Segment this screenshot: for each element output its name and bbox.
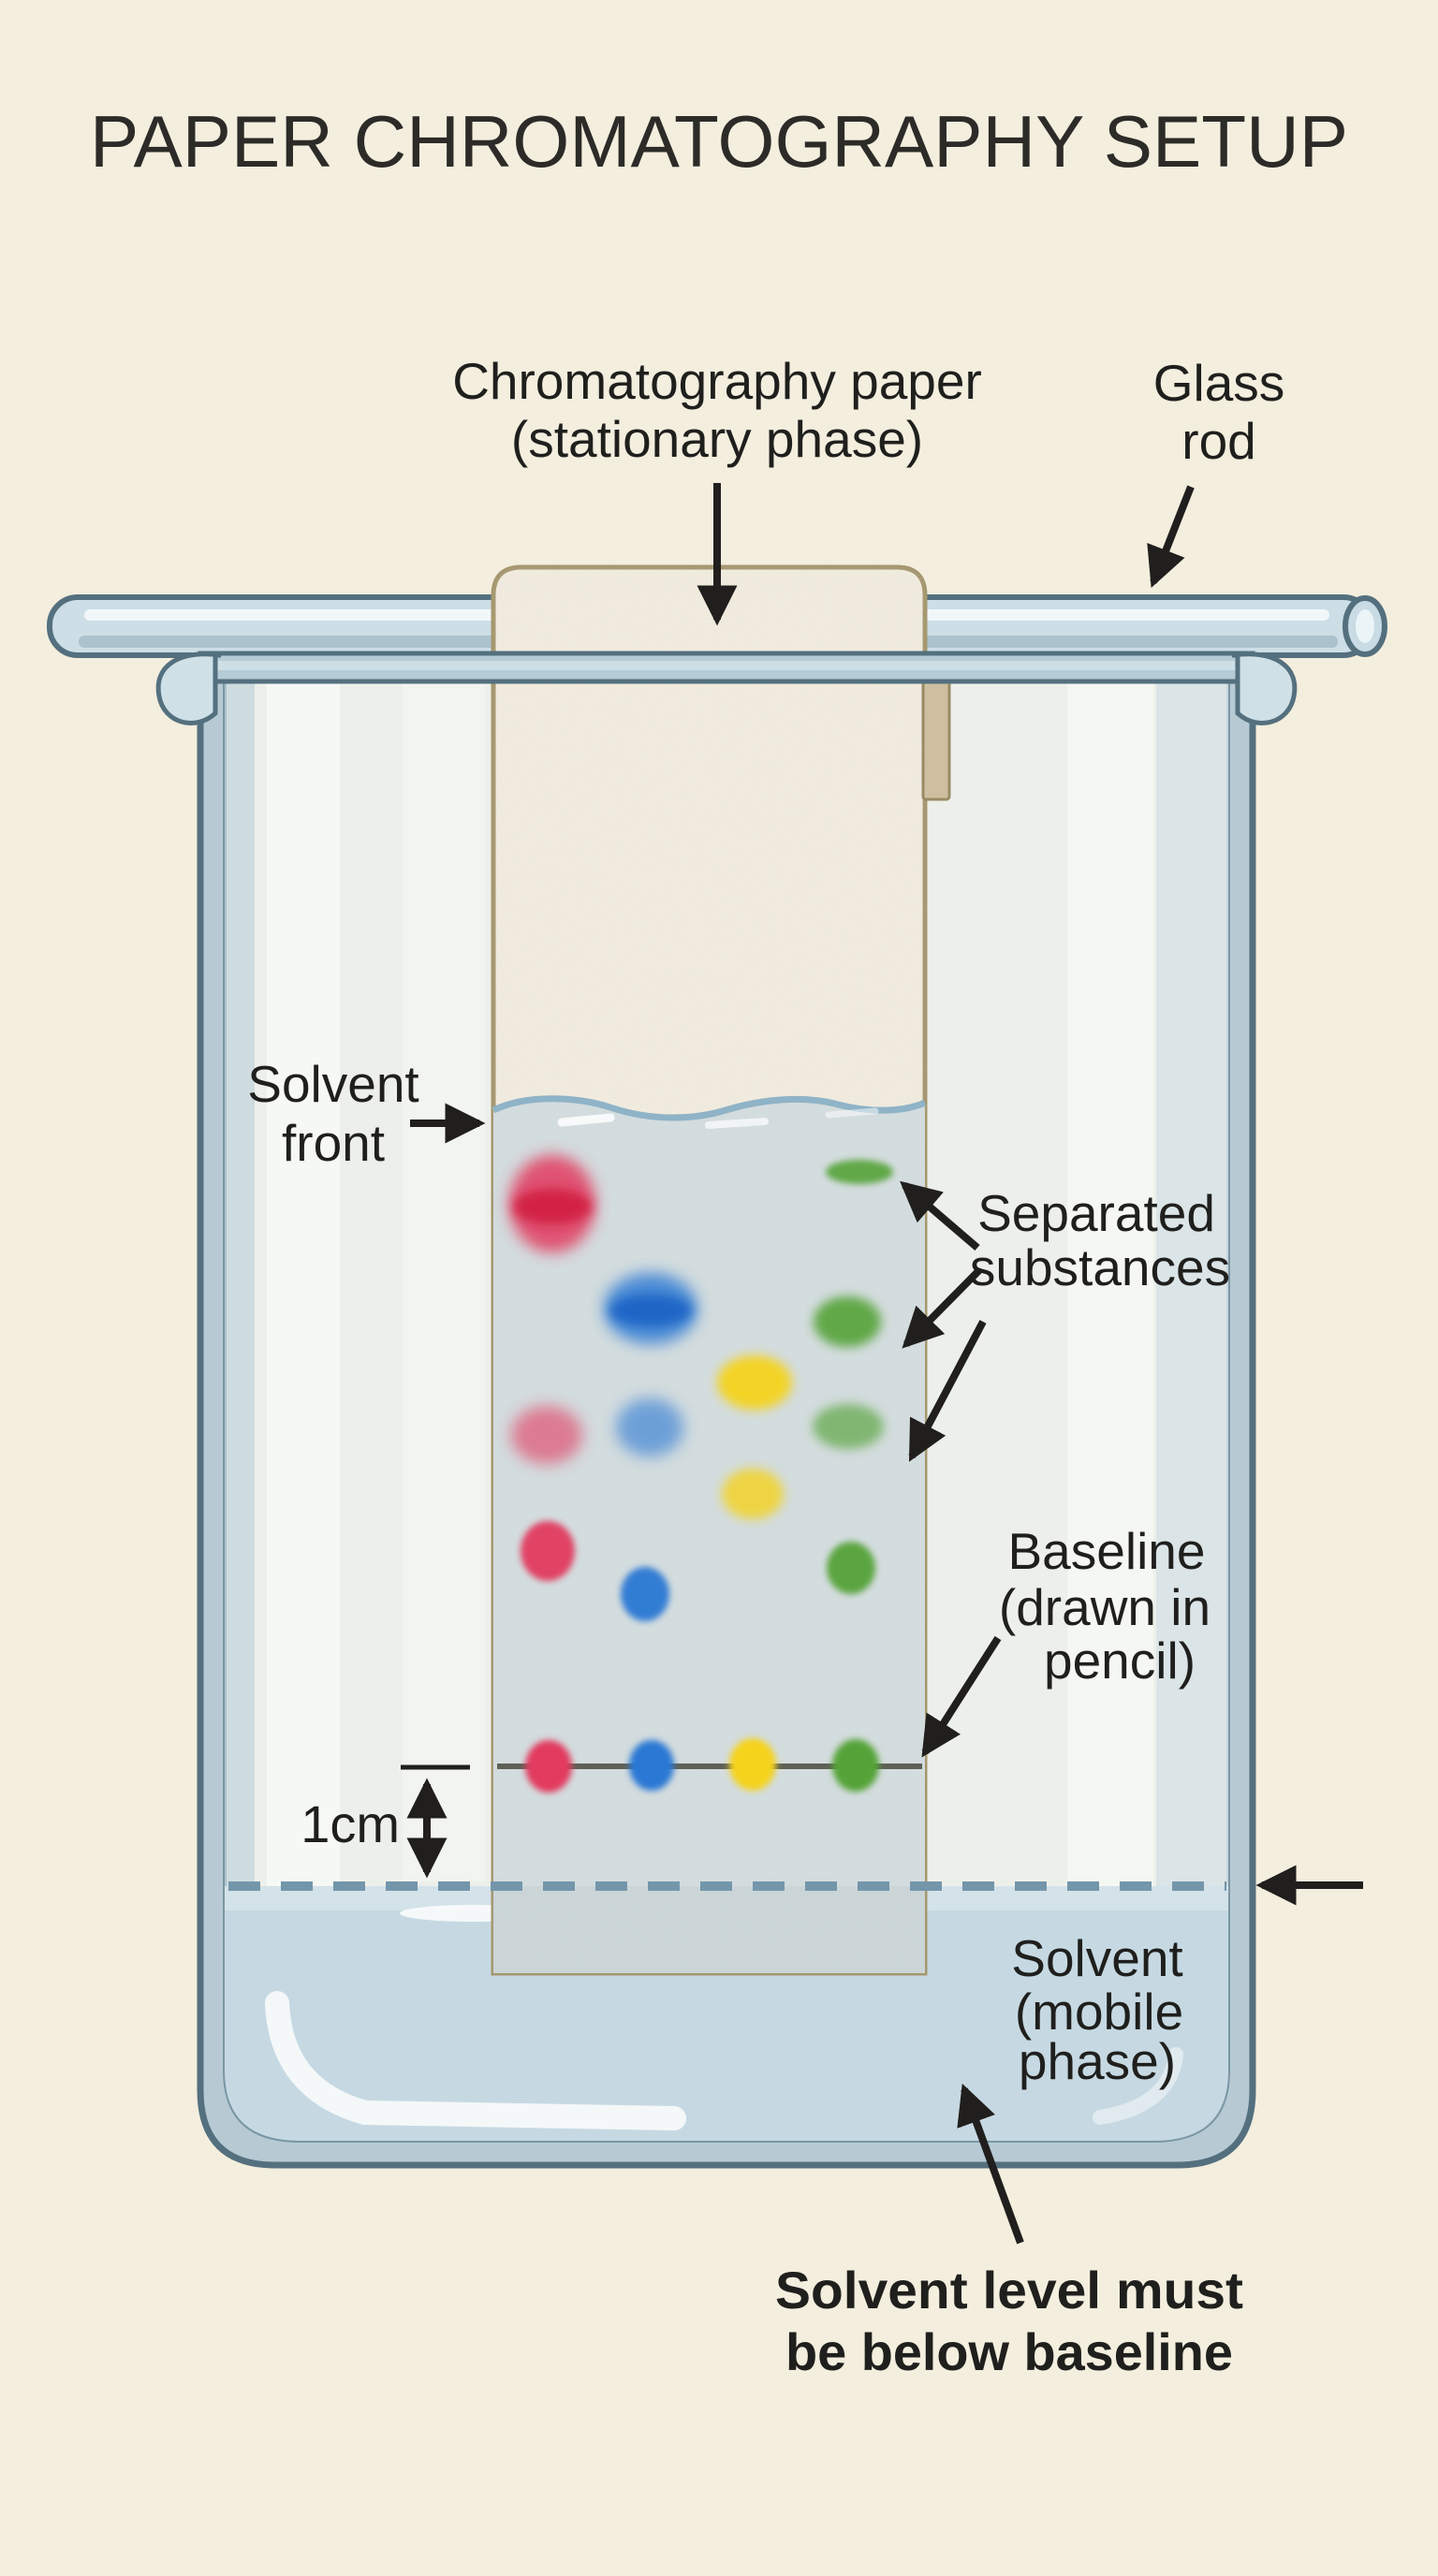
label-solvent-mobile: (mobile: [1015, 1983, 1183, 2041]
arrow-separated-2: [902, 1267, 982, 1349]
label-one-cm: 1cm: [301, 1794, 400, 1853]
spot-green-band-top: [826, 1160, 893, 1184]
label-baseline: pencil): [1044, 1632, 1196, 1690]
arrow-separated-1: [900, 1180, 980, 1251]
spot-green-dot: [827, 1542, 875, 1594]
solvent-highlight-arc: [265, 1991, 686, 2130]
label-glass-rod: rod: [1181, 412, 1256, 470]
label-chromatography-paper: (stationary phase): [511, 410, 923, 468]
solvent-front-line: [492, 1095, 927, 1121]
diagram-labels: Chromatography paper (stationary phase) …: [247, 352, 1284, 2381]
label-baseline: (drawn in: [999, 1578, 1211, 1636]
separated-spots: [509, 1155, 893, 1793]
label-chromatography-paper: Chromatography paper: [452, 352, 982, 410]
spot-yellow-oval: [717, 1355, 792, 1410]
arrow-separated-3: [908, 1320, 987, 1462]
arrow-baseline: [921, 1635, 1002, 1758]
beaker-rim-curl-right: [1231, 651, 1298, 725]
label-solvent-front: Solvent: [247, 1055, 418, 1113]
beaker-rim-sheen: [208, 661, 1245, 670]
solvent-front-glint: [705, 1118, 769, 1129]
beaker-rim-curl-left: [155, 651, 222, 725]
solvent-fill: [225, 1886, 1228, 2141]
spot-blue-baseline: [629, 1740, 674, 1791]
label-separated-substances: substances: [970, 1238, 1230, 1296]
solvent-front-glint: [825, 1107, 879, 1119]
arrow-solvent-note: [957, 2083, 1024, 2245]
label-baseline: Baseline: [1008, 1522, 1206, 1580]
spot-green-band-2: [813, 1404, 884, 1449]
spot-yellow-oval-2: [722, 1469, 784, 1519]
one-cm-marker: [401, 1764, 470, 1879]
glass-rod-end-hole: [1356, 609, 1374, 643]
spot-green-baseline: [832, 1739, 879, 1792]
label-solvent-level-note: Solvent level must: [775, 2261, 1243, 2320]
spot-red-band-top-core: [513, 1189, 592, 1224]
chromatography-paper: [491, 564, 928, 1976]
annotation-arrows: [401, 483, 1363, 2245]
solvent-highlight-arc: [1093, 2047, 1183, 2125]
label-solvent-mobile: Solvent: [1011, 1929, 1182, 1987]
glass-highlight: [403, 683, 485, 1881]
beaker-rim: [155, 651, 1298, 725]
spot-green-oval: [814, 1296, 881, 1347]
spot-yellow-baseline: [729, 1738, 776, 1791]
spot-blue-dot: [621, 1567, 669, 1621]
spot-blue-band-core: [609, 1295, 692, 1326]
label-glass-rod: Glass: [1153, 354, 1285, 412]
spot-red-dot: [521, 1521, 575, 1581]
paper-submerged-tint: [493, 1886, 925, 1973]
spot-blue-band-2: [616, 1398, 683, 1456]
spot-red-band-2: [511, 1406, 582, 1464]
arrow-glass-rod: [1147, 485, 1195, 589]
paper-texture: [493, 567, 925, 1973]
page-title: PAPER CHROMATOGRAPHY SETUP: [90, 100, 1348, 183]
label-solvent-front: front: [282, 1114, 385, 1172]
label-solvent-level-note: be below baseline: [785, 2322, 1233, 2381]
solvent-front-glint: [557, 1113, 615, 1127]
label-solvent-mobile: phase): [1019, 2032, 1176, 2090]
label-separated-substances: Separated: [977, 1184, 1215, 1242]
spot-red-baseline: [525, 1740, 572, 1793]
